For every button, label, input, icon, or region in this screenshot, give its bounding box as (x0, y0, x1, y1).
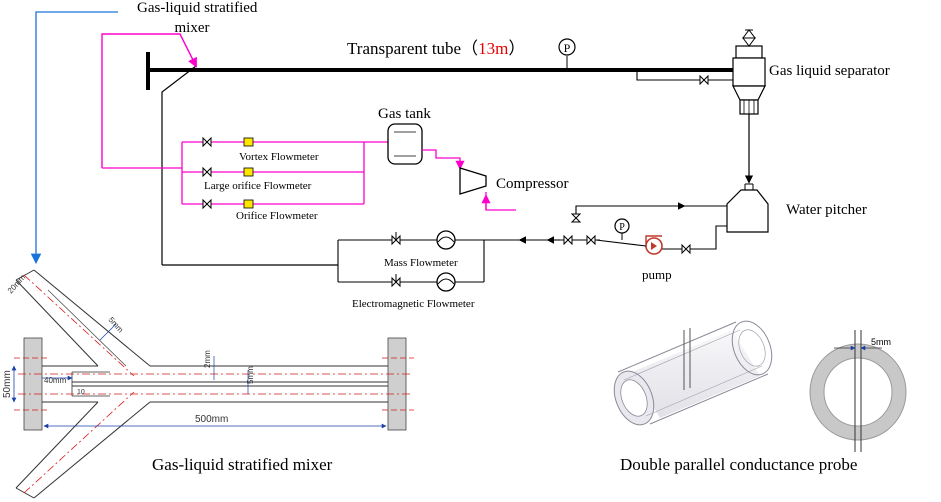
valve-icon (202, 198, 212, 210)
dim-50mm: 50mm (2, 370, 13, 398)
tube-label: Transparent tube（13m） (347, 39, 525, 58)
dim-500mm: 500mm (195, 414, 228, 425)
valve-icon (681, 243, 691, 255)
gas-liquid-separator (732, 29, 766, 115)
pump-icon (645, 235, 663, 255)
probe-caption: Double parallel conductance probe (620, 455, 857, 474)
large-orifice-flowmeter-icon (243, 167, 254, 177)
tube-label-close: ） (508, 39, 525, 58)
dim-10: 10 (77, 389, 85, 396)
tube-length: 13m (478, 39, 508, 58)
vortex-flowmeter-label: Vortex Flowmeter (239, 151, 319, 163)
svg-text:P: P (564, 41, 571, 55)
valve-icon (563, 234, 573, 246)
mixer-label-line2: mixer (175, 20, 210, 36)
orifice-flowmeter-icon (243, 199, 254, 209)
large-orifice-flowmeter-label: Large orifice Flowmeter (204, 180, 312, 192)
valve-icon (391, 232, 401, 246)
dim-2mm: 2mm (203, 350, 212, 368)
mixer-label-line1: Gas-liquid stratified (137, 0, 258, 16)
valve-icon (586, 234, 596, 246)
pump-label: pump (642, 267, 672, 282)
mass-flowmeter-icon (436, 230, 456, 250)
electromagnetic-flowmeter-icon (436, 272, 456, 292)
vortex-flowmeter-icon (243, 137, 254, 147)
dim-40mm: 40mm (44, 376, 67, 385)
liquid-flowmeter-loop (162, 239, 520, 283)
probe-5mm: 5mm (871, 337, 891, 347)
dim-5mm-inner: 5mm (246, 366, 255, 384)
leader-line (30, 11, 118, 265)
valve-icon (202, 166, 212, 178)
mixer-drawing (11, 269, 414, 499)
mass-flowmeter-label: Mass Flowmeter (384, 257, 458, 269)
svg-text:P: P (619, 222, 625, 233)
gas-flowmeter-loop (102, 141, 388, 205)
gas-tank (387, 123, 423, 165)
gas-feed-line (101, 33, 197, 168)
pressure-gauge-icon: P (614, 218, 630, 240)
water-pitcher-label: Water pitcher (786, 202, 867, 218)
pressure-gauge-icon (558, 38, 576, 56)
separator-label: Gas liquid separator (769, 63, 890, 79)
tube-label-name: Transparent tube（ (347, 39, 478, 58)
compressor-label: Compressor (496, 176, 569, 192)
probe-cross-section (809, 330, 907, 452)
electromagnetic-flowmeter-label: Electromagnetic Flowmeter (352, 298, 475, 310)
dim-20mm: 20mm (6, 273, 28, 296)
orifice-flowmeter-label: Orifice Flowmeter (236, 210, 318, 222)
transparent-tube: P (146, 38, 742, 90)
valve-icon (570, 213, 582, 223)
compressor-icon (459, 167, 487, 195)
liquid-inlet-line (161, 65, 197, 265)
valve-icon (699, 74, 709, 86)
valve-icon (391, 274, 401, 288)
valve-icon (202, 136, 212, 148)
mixer-caption: Gas-liquid stratified mixer (152, 455, 333, 474)
gas-tank-label: Gas tank (378, 106, 431, 122)
water-pitcher (726, 183, 769, 233)
probe-3d-drawing (613, 320, 773, 426)
